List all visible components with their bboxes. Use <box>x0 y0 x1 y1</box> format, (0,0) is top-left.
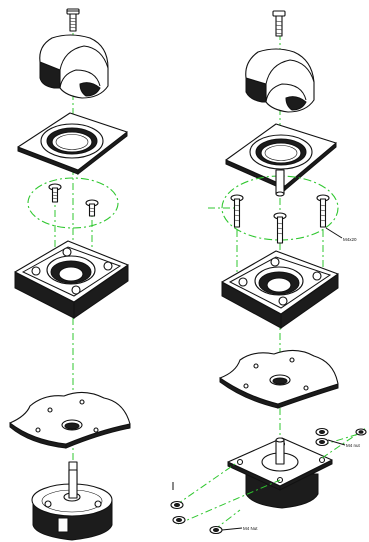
bottom-nut <box>209 525 223 535</box>
right-mount-line-b <box>321 427 367 459</box>
bottom-nut-leader <box>221 527 243 531</box>
right-motor <box>227 437 333 509</box>
left-knob-cap <box>39 34 109 99</box>
left-group-ellipse <box>27 177 119 229</box>
left-top-plate <box>17 112 128 176</box>
right-knob-cap <box>245 48 315 113</box>
right-center-shaft <box>275 169 285 197</box>
right-group-label: M4x20 <box>343 237 357 242</box>
right-bolt-c <box>316 194 330 228</box>
left-square-housing <box>14 240 129 319</box>
right-group-ellipse <box>221 175 339 241</box>
right-top-screw <box>272 10 286 37</box>
right-nut-top-a <box>315 427 329 437</box>
right-square-housing <box>221 250 339 329</box>
right-assembly: M4x20 <box>170 10 367 535</box>
right-mount-line-a <box>175 461 239 506</box>
right-top-plate <box>225 123 337 192</box>
right-nut-label: M4 nut <box>346 443 361 448</box>
left-lobed-plate <box>9 391 131 449</box>
right-mount-line-e <box>321 432 363 446</box>
bottom-nut-label: M4 Nut <box>243 526 258 531</box>
left-nut-b <box>172 515 186 525</box>
left-bolt-a <box>48 183 62 203</box>
right-group-leader <box>325 227 343 239</box>
right-bolt-a <box>230 194 244 228</box>
right-nut-leader <box>327 439 346 446</box>
right-bolt-group: M4x20 <box>221 169 357 244</box>
left-bolt-group <box>27 177 119 229</box>
right-lobed-plate <box>219 349 339 409</box>
left-bolt-b <box>85 199 99 217</box>
right-nut-side <box>355 428 367 436</box>
right-mount-line-c <box>177 479 281 525</box>
right-bolt-b <box>273 212 287 244</box>
left-nut-a <box>170 500 184 510</box>
left-motor <box>31 461 113 541</box>
left-top-screw <box>66 8 80 32</box>
left-assembly <box>9 8 131 541</box>
right-nut-top-b <box>315 437 329 447</box>
